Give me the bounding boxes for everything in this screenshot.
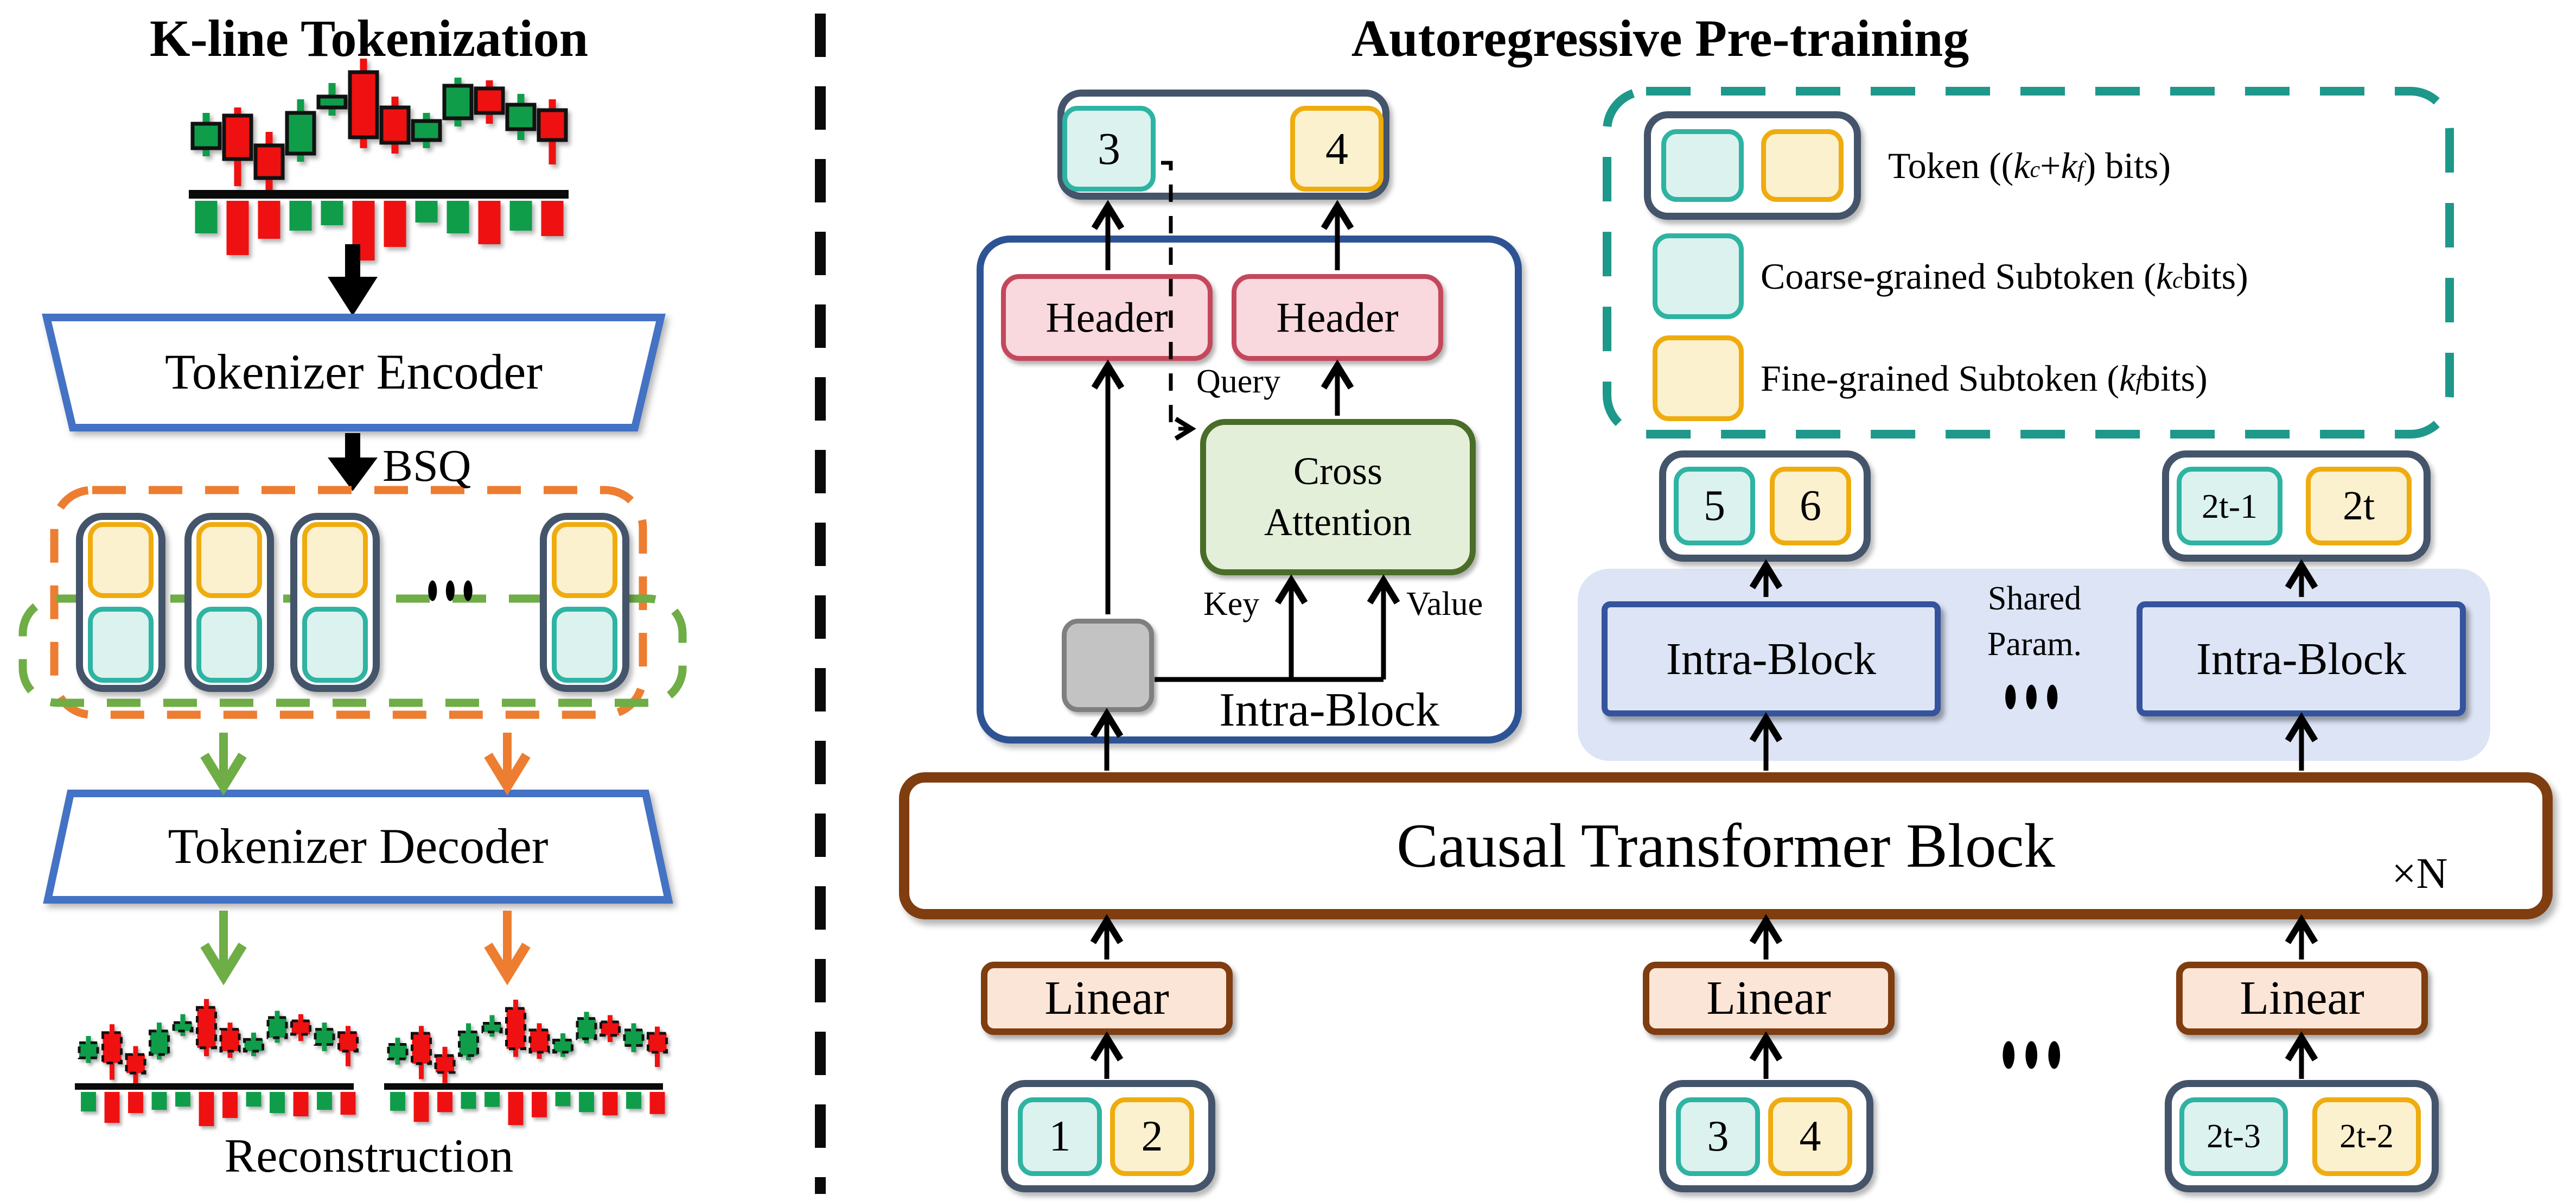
legend-text: Coarse-grained Subtoken ( [1761, 255, 2156, 297]
coarse-subtoken-1: 1 [1018, 1097, 1102, 1176]
fine-subtoken-2: 2 [1110, 1097, 1194, 1176]
legend-coarse-subtoken-icon [1661, 129, 1744, 202]
reconstruction-chart-left [78, 999, 359, 1126]
header-box-left: Header [1001, 274, 1213, 361]
legend-math-k: k [2061, 144, 2077, 186]
legend-coarse-box [1653, 233, 1744, 319]
bsq-down-arrow [328, 433, 378, 491]
cross-attention-line2: Attention [1264, 500, 1412, 544]
bsq-label: BSQ [382, 441, 471, 491]
coarse-subtoken-icon [302, 607, 368, 683]
tokenizer-decoder-shape [43, 790, 673, 904]
repeat-n-label: ×N [2392, 849, 2448, 898]
linear-box-3: Linear [2176, 962, 2428, 1035]
value-label: Value [1406, 586, 1483, 622]
ellipsis-icon: ●●● [426, 563, 480, 615]
down-arrow-to-encoder [328, 244, 378, 316]
coarse-subtoken-2t-1: 2t-1 [2177, 467, 2282, 545]
legend-math-sub: f [2077, 157, 2084, 183]
fine-subtoken-icon [302, 522, 368, 598]
legend-math-k: k [2156, 255, 2173, 297]
fine-subtoken-icon [552, 522, 617, 598]
legend-text: + [2040, 144, 2061, 186]
hidden-state-box [1062, 619, 1154, 712]
coarse-subtoken-icon [88, 607, 154, 683]
legend-text: bits) [2182, 255, 2248, 297]
reconstruction-chart-right [387, 1000, 668, 1126]
key-label: Key [1203, 586, 1260, 622]
fine-subtoken-icon [196, 522, 262, 598]
coarse-subtoken-icon [196, 607, 262, 683]
legend-text: ) bits) [2083, 144, 2171, 186]
tokenizer-decoder-label: Tokenizer Decoder [168, 818, 549, 874]
legend-math-k: k [2013, 144, 2030, 186]
query-feedback-dashed-arrow [1161, 161, 1196, 441]
fine-subtoken-2t: 2t [2306, 467, 2412, 545]
cross-attention-box: Cross Attention [1200, 419, 1476, 575]
shared-param-line1: Shared [1987, 580, 2082, 617]
legend-text: Fine-grained Subtoken ( [1761, 357, 2119, 399]
fine-subtoken-4-input: 4 [1768, 1097, 1852, 1176]
header-box-right: Header [1232, 274, 1443, 361]
linear-box-2: Linear [1643, 962, 1895, 1035]
shared-param-label: Shared Param. [1953, 574, 2116, 669]
fine-subtoken-4: 4 [1290, 106, 1383, 192]
coarse-subtoken-5: 5 [1674, 467, 1755, 545]
coarse-subtoken-2t-3: 2t-3 [2179, 1097, 2288, 1176]
coarse-subtoken-3: 3 [1062, 106, 1156, 192]
cross-attention-line1: Cross [1293, 449, 1383, 493]
query-label: Query [1196, 363, 1280, 400]
legend-dashed-border [1603, 87, 2454, 439]
reconstruction-label: Reconstruction [224, 1129, 514, 1183]
legend-math-sub: f [2135, 370, 2142, 396]
legend-fine-subtoken-icon [1761, 129, 1844, 202]
linear-box-1: Linear [981, 962, 1233, 1035]
left-section-title: K-line Tokenization [149, 9, 589, 67]
coarse-subtoken-icon [552, 607, 617, 683]
tokenizer-encoder-label: Tokenizer Encoder [165, 344, 543, 399]
fine-subtoken-2t-2: 2t-2 [2312, 1097, 2421, 1176]
legend-math-sub: c [2030, 157, 2041, 183]
intra-block-detail-label: Intra-Block [1219, 683, 1439, 736]
shared-param-line2: Param. [1987, 625, 2082, 663]
fine-subtoken-6: 6 [1770, 467, 1851, 545]
causal-transformer-block-label: Causal Transformer Block [1397, 811, 2055, 880]
fine-subtoken-icon [88, 522, 154, 598]
legend-math-k: k [2119, 357, 2136, 399]
legend-text: Token (( [1888, 144, 2014, 186]
causal-transformer-block: Causal Transformer Block [899, 772, 2553, 919]
kline-input-chart [190, 59, 568, 260]
ellipsis-icon: ●●● [2003, 663, 2066, 726]
legend-text: bits) [2141, 357, 2208, 399]
tokenizer-encoder-shape [42, 314, 666, 431]
legend-fine-box [1653, 335, 1744, 421]
ellipsis-icon: ●●● [2000, 1016, 2069, 1088]
right-section-title: Autoregressive Pre-training [1351, 9, 1969, 67]
legend-math-sub: c [2172, 268, 2183, 294]
coarse-subtoken-3-input: 3 [1676, 1097, 1760, 1176]
